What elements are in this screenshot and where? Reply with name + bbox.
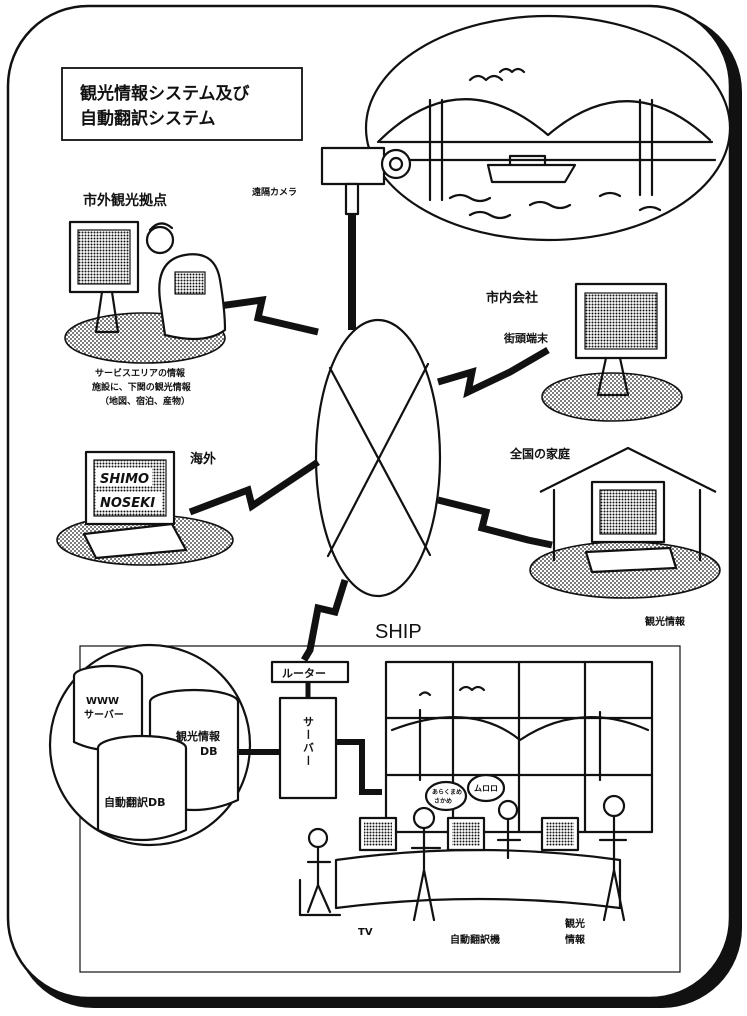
translation-db-label: 自動翻訳DB <box>104 795 166 809</box>
database-group: WWW サーバー 観光情報 DB 自動翻訳DB <box>48 643 252 847</box>
www-label: WWW <box>86 696 119 707</box>
www-server-label: サーバー <box>84 709 124 721</box>
network-hub <box>314 318 442 598</box>
outside-city-base: 市外観光拠点 <box>64 192 227 364</box>
speech-right-text: ムロロ <box>474 784 498 793</box>
people <box>298 794 628 922</box>
translation-counter <box>334 816 622 910</box>
router-label: ルーター <box>282 667 326 680</box>
bridge-scene <box>364 14 732 242</box>
tourism-info-label-2: 情報 <box>565 933 586 946</box>
service-area-line-2: 施設に、下関の観光情報 <box>92 381 192 393</box>
title-line-2: 自動翻訳システム <box>80 108 216 129</box>
homes-label: 全国の家庭 <box>509 446 570 461</box>
speech-bubble-right: ムロロ <box>466 773 506 803</box>
speech-bubble-left: あらくまめ さかめ <box>424 780 468 812</box>
tv-label: TV <box>358 927 373 938</box>
auto-translator-label: 自動翻訳機 <box>450 933 500 946</box>
service-area-line-1: サービスエリアの情報 <box>95 367 186 379</box>
router: ルーター <box>270 660 350 684</box>
street-terminal-label: 街頭端末 <box>503 331 549 345</box>
remote-camera-label: 遠隔カメラ <box>252 186 297 198</box>
shimo-text: SHIMO <box>100 472 149 487</box>
speech-left-line-2: さかめ <box>434 797 452 805</box>
tourism-db-label-2: DB <box>200 745 218 758</box>
service-area-line-3: （地図、宿泊、産物） <box>100 395 190 407</box>
homes-nationwide: 全国の家庭 観光情報 <box>509 446 721 628</box>
translation-db: 自動翻訳DB <box>96 734 188 842</box>
server-links <box>238 739 382 795</box>
title-box: 観光情報システム及び 自動翻訳システム <box>61 67 303 141</box>
outside-city-base-label: 市外観光拠点 <box>83 192 167 209</box>
city-company: 市内会社 街頭端末 <box>486 282 683 422</box>
remote-camera: 遠隔カメラ <box>252 146 412 216</box>
server: サーバー <box>278 696 338 800</box>
city-company-label: 市内会社 <box>486 290 538 306</box>
server-label: サーバー <box>302 716 315 768</box>
home-tourism-info-label: 観光情報 <box>645 615 686 628</box>
tourism-info-label-1: 観光 <box>565 917 585 930</box>
tourism-db-label-1: 観光情報 <box>176 729 221 743</box>
overseas-label: 海外 <box>190 451 216 467</box>
title-line-1: 観光情報システム及び <box>80 83 250 104</box>
overseas: 海外 SHIMO NOSEKI <box>56 450 234 566</box>
network-links <box>188 295 553 662</box>
noseki-text: NOSEKI <box>100 496 155 511</box>
ship-label: SHIP <box>375 621 422 643</box>
speech-left-line-1: あらくまめ <box>432 788 462 796</box>
www-server-db: WWW サーバー <box>72 664 144 752</box>
